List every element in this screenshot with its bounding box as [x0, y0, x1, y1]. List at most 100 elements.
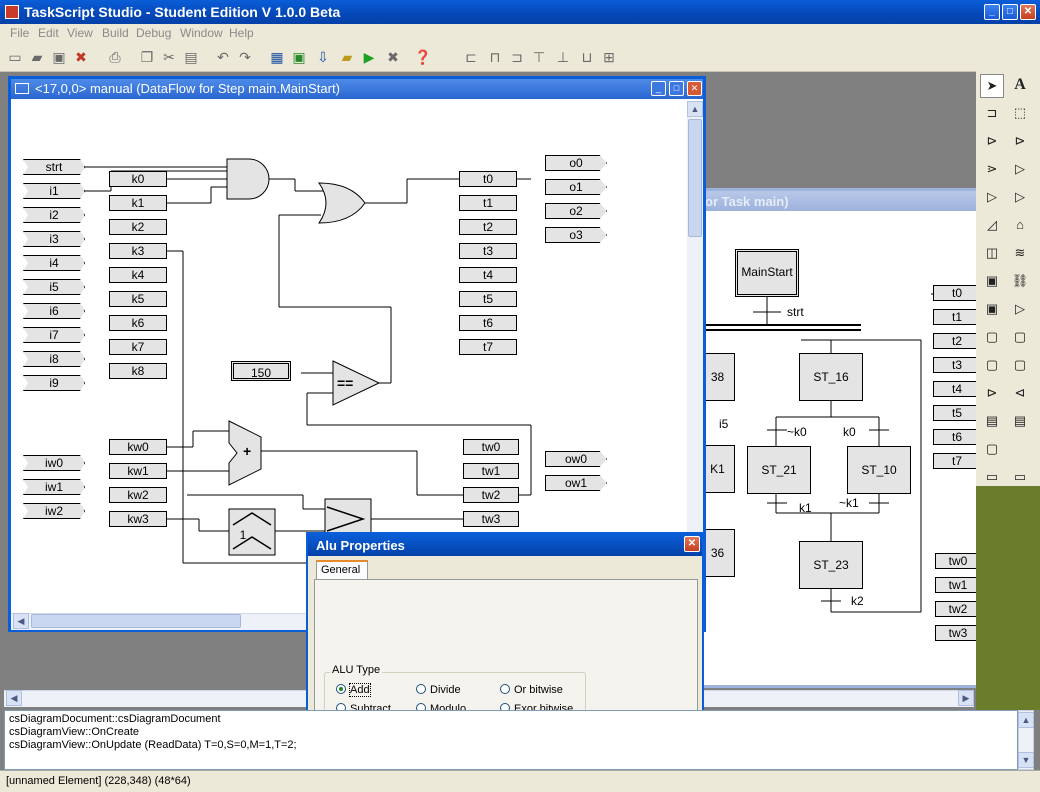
- radio-dot[interactable]: [416, 684, 426, 694]
- paste-icon[interactable]: ▤: [184, 49, 198, 65]
- maximize-button[interactable]: □: [1002, 4, 1018, 20]
- input-pin-i9[interactable]: i9: [23, 375, 85, 391]
- distribute-icon[interactable]: ⊞: [603, 49, 615, 65]
- timer-t5[interactable]: t5: [459, 291, 517, 307]
- sfc-step-partial-c[interactable]: 36: [701, 529, 735, 577]
- sfc-step-partial-a[interactable]: 38: [701, 353, 735, 401]
- log-scroll-down[interactable]: ▼: [1018, 752, 1034, 768]
- input-icon[interactable]: ▢: [985, 329, 999, 344]
- sfc-step-st21[interactable]: ST_21: [747, 446, 811, 494]
- and-gate-icon[interactable]: ⊐: [986, 105, 998, 120]
- word-input-pin-iw1[interactable]: iw1: [23, 479, 85, 495]
- align-left-icon[interactable]: ⊏: [465, 49, 477, 65]
- shift-right-icon[interactable]: ⊲: [1014, 385, 1026, 400]
- sfc-word-timer-tw0[interactable]: tw0: [935, 553, 981, 569]
- inverter-icon[interactable]: ▷: [1015, 189, 1025, 204]
- run-icon[interactable]: ▶: [363, 49, 375, 65]
- buffer-icon[interactable]: ▷: [1015, 161, 1025, 176]
- sfc-timer-t0[interactable]: t0: [933, 285, 981, 301]
- word-input-icon[interactable]: ▢: [985, 357, 999, 372]
- wave-icon[interactable]: ≋: [1014, 245, 1026, 260]
- select-rect-icon[interactable]: ⬚: [1013, 105, 1027, 120]
- const-k4[interactable]: k4: [109, 267, 167, 283]
- timer-icon[interactable]: ◫: [985, 245, 999, 260]
- input-pin-strt[interactable]: strt: [23, 159, 85, 175]
- input-pin-i8[interactable]: i8: [23, 351, 85, 367]
- sfc-timer-t7[interactable]: t7: [933, 453, 981, 469]
- word-timer-tw0[interactable]: tw0: [463, 439, 519, 455]
- block-icon[interactable]: ▣: [985, 301, 999, 316]
- menu-view[interactable]: View: [67, 26, 93, 40]
- input-pin-i3[interactable]: i3: [23, 231, 85, 247]
- memory-icon[interactable]: ▤: [985, 413, 999, 428]
- menu-help[interactable]: Help: [229, 26, 254, 40]
- scroll-left-button[interactable]: ◀: [13, 613, 29, 629]
- input-pin-i5[interactable]: i5: [23, 279, 85, 295]
- timer-t3[interactable]: t3: [459, 243, 517, 259]
- sfc-word-timer-tw3[interactable]: tw3: [935, 625, 981, 641]
- menu-window[interactable]: Window: [180, 26, 223, 40]
- align-bottom-icon[interactable]: ⊔: [581, 49, 593, 65]
- open-icon[interactable]: ▰: [31, 49, 43, 65]
- sfc-step-partial-b[interactable]: K1: [701, 445, 735, 493]
- input-pin-i4[interactable]: i4: [23, 255, 85, 271]
- const-value-box[interactable]: 150: [231, 361, 291, 381]
- sfc-timer-t5[interactable]: t5: [933, 405, 981, 421]
- help-icon[interactable]: ❓: [414, 49, 432, 65]
- align-center-icon[interactable]: ⊓: [489, 49, 501, 65]
- dataflow-minimize-button[interactable]: _: [651, 81, 666, 96]
- align-top-icon[interactable]: ⊤: [532, 49, 546, 65]
- output-pin-o3[interactable]: o3: [545, 227, 607, 243]
- word-const-kw3[interactable]: kw3: [109, 511, 167, 527]
- dialog-close-button[interactable]: ✕: [684, 536, 700, 552]
- word-const-kw1[interactable]: kw1: [109, 463, 167, 479]
- const-k6[interactable]: k6: [109, 315, 167, 331]
- step-icon[interactable]: ▣: [985, 273, 999, 288]
- input-pin-i7[interactable]: i7: [23, 327, 85, 343]
- align-right-icon[interactable]: ⊐: [511, 49, 523, 65]
- word-timer-tw3[interactable]: tw3: [463, 511, 519, 527]
- not-gate-icon[interactable]: ▷: [987, 189, 997, 204]
- radio-dot[interactable]: [500, 684, 510, 694]
- word-output-pin-ow1[interactable]: ow1: [545, 475, 607, 491]
- timer-t4[interactable]: t4: [459, 267, 517, 283]
- word-output-icon[interactable]: ▢: [1013, 357, 1027, 372]
- stop-icon[interactable]: ✖: [387, 49, 399, 65]
- dataflow-hscroll-thumb[interactable]: [31, 614, 241, 628]
- save-icon[interactable]: ▣: [52, 49, 66, 65]
- print-icon[interactable]: ⎙: [109, 49, 121, 65]
- close-button[interactable]: ✕: [1020, 4, 1036, 20]
- pointer-tool-icon[interactable]: ➤: [980, 74, 1004, 98]
- delete-icon[interactable]: ✖: [75, 49, 87, 65]
- word-input-pin-iw2[interactable]: iw2: [23, 503, 85, 519]
- amp-icon[interactable]: ▷: [1015, 301, 1025, 316]
- word-timer-tw1[interactable]: tw1: [463, 463, 519, 479]
- input-pin-i1[interactable]: i1: [23, 183, 85, 199]
- const-k1[interactable]: k1: [109, 195, 167, 211]
- properties-icon[interactable]: ▦: [270, 49, 284, 65]
- new-icon[interactable]: ▭: [8, 49, 22, 65]
- redo-icon[interactable]: ↷: [239, 49, 251, 65]
- timer-t1[interactable]: t1: [459, 195, 517, 211]
- bar-icon[interactable]: ▭: [985, 469, 999, 484]
- output-pin-o2[interactable]: o2: [545, 203, 607, 219]
- output-pin-o0[interactable]: o0: [545, 155, 607, 171]
- timer-t0[interactable]: t0: [459, 171, 517, 187]
- sfc-step-st10[interactable]: ST_10: [847, 446, 911, 494]
- dataflow-maximize-button[interactable]: □: [669, 81, 684, 96]
- or-gate-icon[interactable]: ⊳: [986, 133, 998, 148]
- const-k3[interactable]: k3: [109, 243, 167, 259]
- word-const-kw2[interactable]: kw2: [109, 487, 167, 503]
- cut-icon[interactable]: ✂: [163, 49, 175, 65]
- sfc-step-st23[interactable]: ST_23: [799, 541, 863, 589]
- input-pin-i6[interactable]: i6: [23, 303, 85, 319]
- minimize-button[interactable]: _: [984, 4, 1000, 20]
- menu-build[interactable]: Build: [102, 26, 129, 40]
- tab-general[interactable]: General: [316, 560, 368, 580]
- const-k0[interactable]: k0: [109, 171, 167, 187]
- alu-type-radio-or-bitwise[interactable]: Or bitwise: [500, 684, 563, 696]
- text-tool-icon[interactable]: A: [1014, 76, 1026, 93]
- output-icon[interactable]: ▢: [1013, 329, 1027, 344]
- word-timer-tw2[interactable]: tw2: [463, 487, 519, 503]
- build-icon[interactable]: ▣: [292, 49, 306, 65]
